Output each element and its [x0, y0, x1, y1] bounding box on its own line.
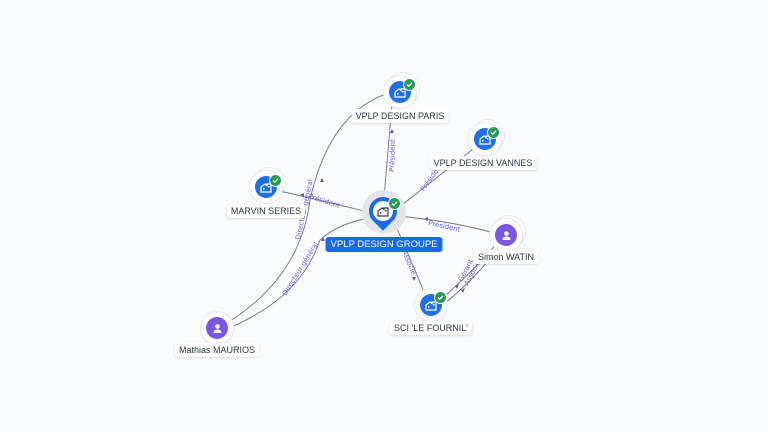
- building-icon: [394, 87, 406, 98]
- building-icon: [377, 206, 389, 217]
- arrow-simon-main: [424, 217, 428, 221]
- node-label-mathias[interactable]: Mathias MAURIOS: [174, 343, 260, 357]
- node-mathias-disc[interactable]: [206, 317, 228, 339]
- node-label-main[interactable]: VPLP DESIGN GROUPE: [325, 237, 443, 252]
- edge-label-main-fournil: Associé: [400, 249, 417, 277]
- arrow-fournil: [412, 277, 416, 281]
- arrow-paris: [390, 129, 394, 133]
- verified-badge-icon: [434, 291, 447, 304]
- arrow-marvin: [300, 193, 304, 197]
- person-icon: [213, 323, 221, 333]
- edge-label-main-paris: Président: [388, 139, 397, 172]
- arrow-mathias-paris: [320, 178, 324, 182]
- person-icon: [502, 230, 510, 240]
- building-icon: [260, 182, 272, 193]
- node-simon-disc[interactable]: [495, 224, 517, 246]
- edge-label-simon-main: Président: [428, 219, 462, 234]
- arrow-simon-fournil-1: [455, 284, 459, 289]
- verified-badge-icon: [269, 174, 282, 187]
- building-icon: [425, 300, 437, 311]
- building-icon: [479, 134, 491, 145]
- node-label-marvin[interactable]: MARVIN SERIES: [226, 204, 306, 218]
- edge-label-main-marvin: Président: [307, 192, 341, 210]
- verified-badge-icon: [487, 126, 500, 139]
- arrow-mathias-main: [321, 237, 325, 241]
- arrow-simon-fournil-2: [461, 288, 465, 293]
- edge-main-vannes: [397, 141, 483, 209]
- node-label-simon[interactable]: Simon WATIN: [473, 250, 539, 264]
- edge-mathias-main: [223, 217, 373, 331]
- verified-badge-icon: [388, 197, 401, 210]
- node-label-vannes[interactable]: VPLP DESIGN VANNES: [429, 156, 537, 170]
- edge-label-mathias-main: Directeur général: [281, 241, 320, 297]
- node-label-paris[interactable]: VPLP DESIGN PARIS: [351, 109, 449, 123]
- node-label-fournil[interactable]: SCI 'LE FOURNIL': [390, 321, 472, 335]
- verified-badge-icon: [403, 78, 416, 91]
